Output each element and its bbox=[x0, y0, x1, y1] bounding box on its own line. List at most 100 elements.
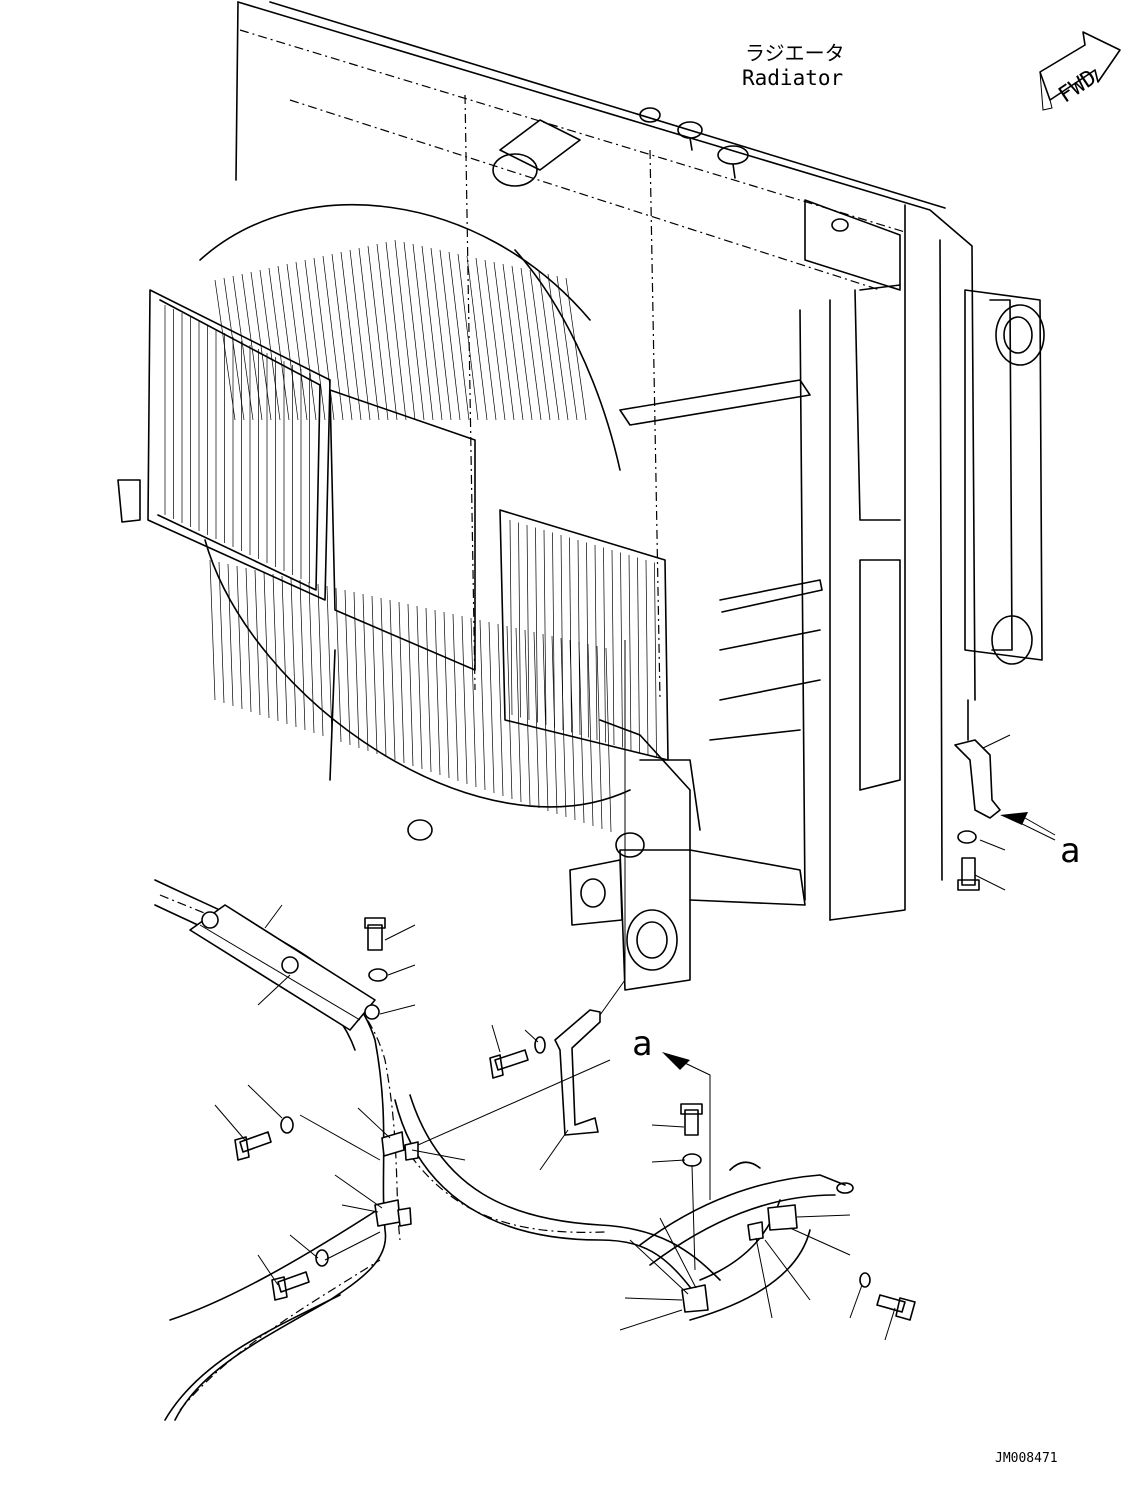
mesh-line bbox=[398, 601, 405, 764]
view-label-a: a bbox=[1060, 831, 1080, 871]
mesh-line bbox=[304, 259, 326, 421]
mesh-line bbox=[511, 265, 533, 421]
mesh-line bbox=[605, 647, 612, 833]
mesh-line bbox=[308, 581, 315, 734]
drawing-number: JM008471 bbox=[995, 1451, 1058, 1466]
mesh-line bbox=[227, 563, 234, 707]
mesh-line bbox=[577, 539, 581, 736]
mesh-line bbox=[543, 529, 547, 726]
mesh-line bbox=[367, 245, 389, 421]
mesh-line bbox=[448, 251, 470, 421]
mesh-line bbox=[349, 249, 371, 421]
mesh-line bbox=[241, 273, 263, 421]
mesh-line bbox=[263, 571, 270, 719]
mesh-line bbox=[475, 257, 497, 421]
mesh-line bbox=[425, 607, 432, 773]
mesh-line bbox=[223, 277, 245, 421]
mesh-line bbox=[443, 611, 450, 779]
view-arrow-a-detail bbox=[662, 1052, 690, 1070]
mesh-line bbox=[470, 617, 477, 788]
radiator-assembly bbox=[117, 1, 1045, 991]
mesh-line bbox=[358, 247, 380, 421]
mesh-line bbox=[236, 565, 243, 710]
mesh-line bbox=[245, 567, 252, 713]
mesh-line bbox=[394, 239, 416, 421]
mesh-line bbox=[654, 562, 657, 758]
mesh-line bbox=[542, 633, 549, 812]
mesh-line bbox=[209, 559, 216, 701]
mesh-line bbox=[340, 251, 362, 421]
mesh-line bbox=[317, 583, 324, 737]
mesh-line bbox=[645, 559, 649, 756]
mesh-line bbox=[533, 631, 540, 809]
mesh-line bbox=[556, 275, 578, 421]
mesh-line bbox=[389, 599, 396, 761]
mesh-line bbox=[362, 593, 369, 752]
mesh-line bbox=[281, 575, 288, 725]
mesh-line bbox=[313, 257, 335, 421]
mesh-line bbox=[457, 253, 479, 421]
hardware bbox=[201, 699, 1001, 1321]
mesh-line bbox=[611, 549, 615, 746]
mesh-line bbox=[515, 627, 522, 803]
mesh-line bbox=[493, 261, 515, 421]
mesh-line bbox=[526, 524, 530, 721]
mesh-line bbox=[439, 249, 461, 421]
mesh-line bbox=[259, 269, 281, 421]
mesh-line bbox=[434, 609, 441, 776]
mesh-line bbox=[416, 605, 423, 770]
mesh-line bbox=[538, 271, 560, 421]
mesh-line bbox=[277, 265, 299, 421]
mesh-line bbox=[620, 552, 623, 748]
mesh-line bbox=[461, 615, 468, 785]
mesh-line bbox=[412, 243, 434, 421]
mesh-line bbox=[596, 645, 603, 830]
mesh-line bbox=[353, 591, 360, 749]
mesh-line bbox=[344, 589, 351, 746]
mesh-line bbox=[484, 259, 506, 421]
mesh-line bbox=[586, 542, 589, 738]
mesh-line bbox=[479, 619, 486, 791]
mesh-line bbox=[497, 623, 504, 797]
mesh-line bbox=[380, 597, 387, 758]
mesh-line bbox=[335, 587, 342, 743]
mesh-line bbox=[506, 625, 513, 800]
fan-mesh bbox=[164, 239, 657, 833]
mesh-line bbox=[268, 267, 290, 421]
mesh-line bbox=[594, 544, 598, 741]
mesh-line bbox=[218, 561, 225, 704]
mesh-line bbox=[628, 554, 632, 751]
mesh-line bbox=[509, 519, 513, 716]
radiator-label-jp: ラジエータ bbox=[745, 41, 845, 65]
mesh-line bbox=[524, 629, 531, 806]
mesh-line bbox=[403, 241, 425, 421]
mesh-line bbox=[466, 255, 488, 421]
mesh-line bbox=[326, 585, 333, 740]
mesh-line bbox=[286, 263, 308, 421]
fwd-arrow-icon: FWD bbox=[1039, 31, 1121, 111]
mesh-line bbox=[535, 527, 538, 723]
mesh-line bbox=[452, 613, 459, 782]
mesh-line bbox=[520, 267, 542, 421]
radiator-label-en: Radiator bbox=[742, 66, 843, 90]
mesh-line bbox=[560, 637, 567, 818]
mesh-line bbox=[295, 261, 317, 421]
mesh-line bbox=[250, 271, 272, 421]
mesh-line bbox=[560, 534, 564, 731]
mesh-line bbox=[518, 522, 521, 718]
mesh-line bbox=[322, 255, 344, 421]
mesh-line bbox=[637, 557, 640, 753]
mesh-line bbox=[407, 603, 414, 767]
mesh-line bbox=[421, 245, 443, 421]
mesh-line bbox=[272, 573, 279, 722]
mesh-line bbox=[331, 253, 353, 421]
hose-assembly bbox=[154, 879, 854, 1421]
view-label-a-detail: a bbox=[632, 1024, 652, 1064]
mesh-line bbox=[578, 641, 585, 824]
mesh-line bbox=[290, 577, 297, 728]
mesh-line bbox=[603, 547, 606, 743]
mesh-line bbox=[371, 595, 378, 755]
mesh-line bbox=[569, 537, 572, 733]
mesh-line bbox=[502, 263, 524, 421]
